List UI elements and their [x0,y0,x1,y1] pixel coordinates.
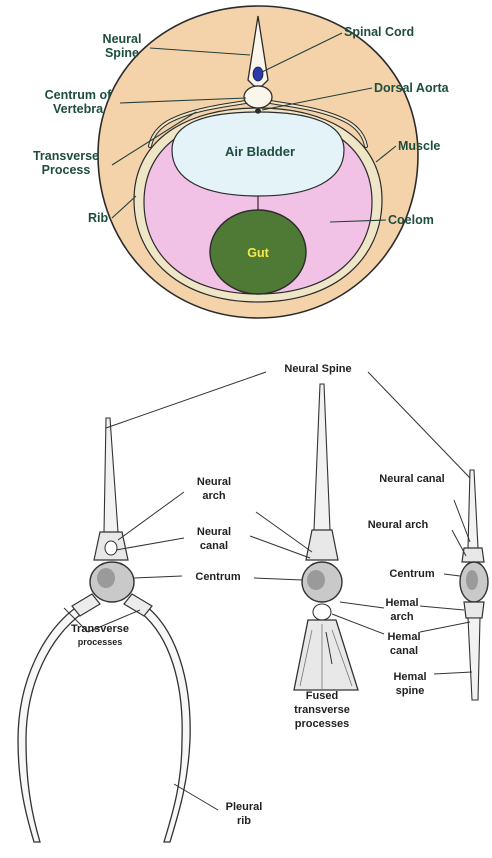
label-fused-1: Fused [306,690,338,702]
hemal-canal-middle [313,604,331,620]
label-fused-2: transverse [294,704,350,716]
label-neural-spine-2: Spine [105,46,139,60]
hemal-arch-right [464,602,484,618]
label-centrum-bottom: Centrum [195,571,240,583]
label-neural-arch-1: Neural [197,476,231,488]
label-gut: Gut [247,246,269,260]
cross-section [98,6,418,318]
label-coelom: Coelom [388,213,434,227]
spinal-cord [253,67,263,81]
label-hemal-spine-1: Hemal [393,671,426,683]
label-fused-3: processes [295,718,349,730]
label-neural-arch-right: Neural arch [368,519,429,531]
label-hemal-spine-2: spine [396,685,425,697]
neural-spine-middle [314,384,330,530]
label-neural-canal-1: Neural [197,526,231,538]
label-hemal-canal-1: Hemal [387,631,420,643]
label-transverse-processes-2: processes [78,637,123,647]
label-dorsal-aorta: Dorsal Aorta [374,81,450,95]
label-hemal-arch-2: arch [390,611,414,623]
label-centrum-right: Centrum [389,568,434,580]
label-hemal-canal-2: canal [390,645,418,657]
label-pleural-rib-2: rib [237,815,251,827]
label-hemal-arch-1: Hemal [385,597,418,609]
label-centrum-2: Vertebra [53,102,104,116]
label-spinal-cord: Spinal Cord [344,25,414,39]
label-neural-spine-bottom: Neural Spine [284,363,351,375]
neural-arch-middle [306,530,338,560]
neural-spine-right [468,470,478,548]
label-transverse-2: Process [42,163,91,177]
label-neural-canal-2: canal [200,540,228,552]
pleural-rib-left [18,606,84,842]
label-muscle: Muscle [398,139,440,153]
neural-canal-left [105,541,117,555]
label-neural-arch-2: arch [202,490,226,502]
fused-transverse-processes [294,620,358,690]
neural-spine-left [104,418,118,532]
label-neural-spine-1: Neural [103,32,142,46]
caudal-vertebra-front [294,384,358,690]
label-transverse-processes-1: Transverse [71,623,129,635]
centrum-of-vertebra [244,86,272,108]
label-neural-canal-right: Neural canal [379,473,444,485]
label-pleural-rib-1: Pleural [226,801,263,813]
pleural-rib-right [140,606,190,842]
label-centrum-1: Centrum of [45,88,113,102]
caudal-vertebra-side [460,470,488,700]
dorsal-aorta [255,108,261,113]
label-rib: Rib [88,211,109,225]
label-air-bladder: Air Bladder [225,144,295,159]
label-transverse-1: Transverse [33,149,99,163]
hemal-spine-right [468,618,480,700]
